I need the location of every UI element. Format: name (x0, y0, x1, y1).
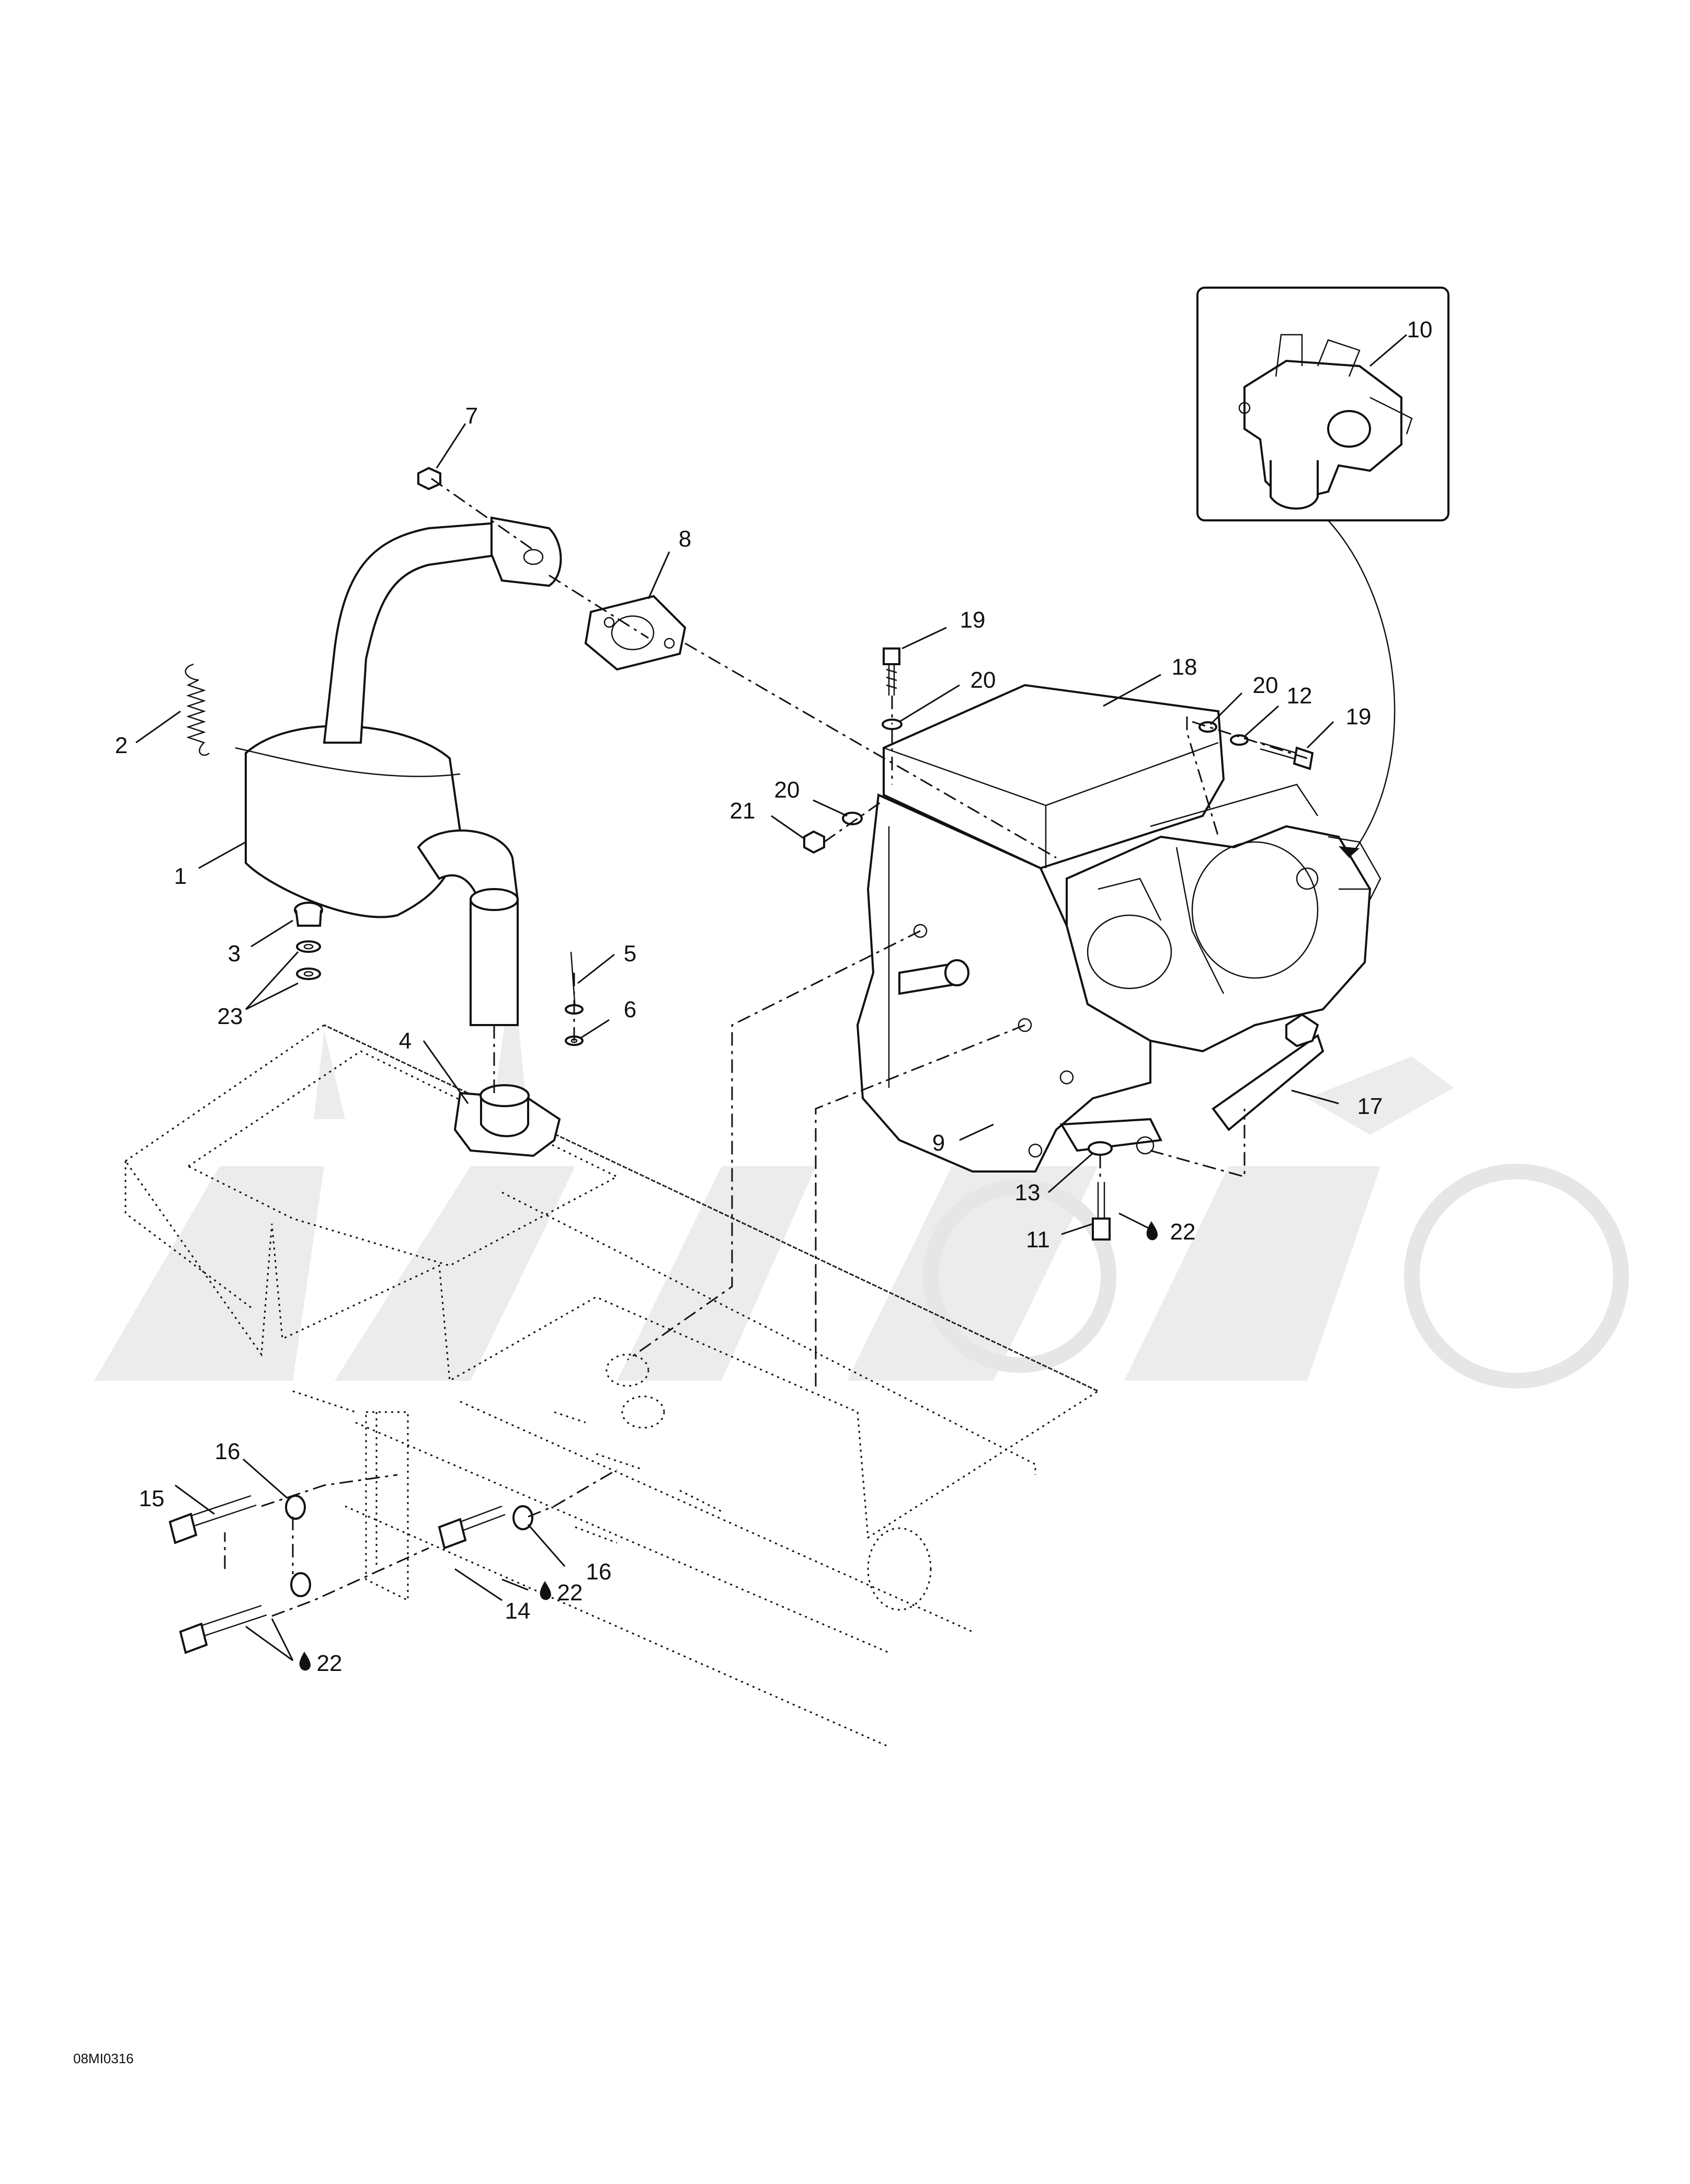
callout-16b: 16 (586, 1559, 612, 1585)
callout-19b: 19 (1346, 704, 1372, 730)
lower-fasteners (168, 1495, 533, 1654)
watermark (94, 968, 1629, 1389)
callout-13: 13 (1015, 1180, 1041, 1205)
grommet-and-washers (294, 902, 323, 980)
callout-20b: 20 (1253, 673, 1278, 698)
exhaust-outlet (453, 1084, 561, 1157)
callout-22c: 22 (317, 1651, 342, 1676)
engine-assembly (856, 684, 1381, 1173)
callout-4: 4 (399, 1028, 412, 1054)
muffler (245, 725, 462, 918)
callout-22b: 22 (557, 1580, 583, 1606)
callout-1: 1 (174, 863, 187, 889)
figure-code: 08MI0316 (73, 2051, 134, 2066)
callout-19a: 19 (960, 607, 986, 633)
engine-shroud (883, 684, 1225, 870)
muffler-assembly (235, 516, 562, 1026)
engine-fasteners (803, 647, 1314, 1241)
leader-lines (135, 334, 1407, 1662)
carburetor-inset (1196, 287, 1449, 521)
callout-12: 12 (1287, 683, 1312, 709)
drop-icon (299, 1221, 1158, 1671)
callout-11: 11 (1026, 1227, 1050, 1253)
assembly-lines (224, 477, 1308, 1617)
heat-shield (1212, 1013, 1324, 1131)
callout-23: 23 (218, 1004, 243, 1029)
callout-16a: 16 (215, 1439, 241, 1464)
callout-5: 5 (624, 941, 636, 966)
callout-21: 21 (730, 798, 756, 824)
callout-7: 7 (465, 403, 478, 429)
callout-17: 17 (1357, 1094, 1383, 1119)
callout-2: 2 (115, 733, 128, 758)
callout-8: 8 (679, 526, 691, 552)
callout-15: 15 (139, 1486, 165, 1511)
callout-9: 9 (932, 1130, 945, 1156)
exhaust-pipe-upper (323, 521, 504, 744)
callout-14: 14 (505, 1598, 531, 1624)
callout-20c: 20 (774, 777, 800, 803)
frame-outline (124, 1024, 1100, 1748)
cylinder-head (1066, 825, 1372, 1053)
callout-labels: 1 2 3 4 5 6 7 8 9 10 11 12 13 14 15 16 1… (115, 317, 1433, 1676)
callout-10: 10 (1407, 317, 1433, 343)
callout-18: 18 (1172, 654, 1197, 680)
engine-mount-foot (1059, 1118, 1163, 1152)
callout-6: 6 (624, 997, 636, 1022)
callout-3: 3 (228, 941, 241, 966)
carburetor-arrow (1328, 520, 1396, 858)
callout-22a: 22 (1170, 1219, 1196, 1245)
tail-pipe (470, 898, 519, 1026)
callout-20a: 20 (970, 667, 996, 693)
nut-and-gasket (417, 467, 687, 671)
spring (185, 663, 210, 756)
